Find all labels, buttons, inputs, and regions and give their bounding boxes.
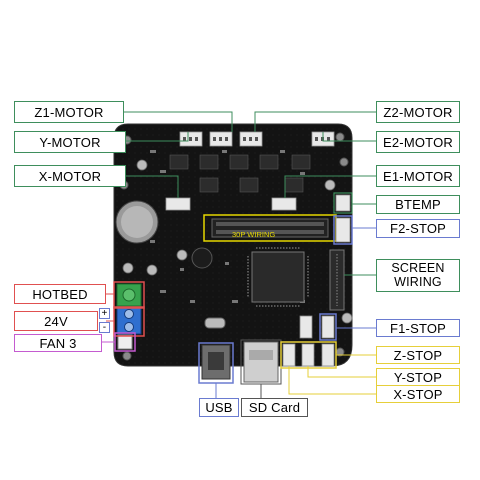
buzzer [191, 247, 213, 269]
label-x-motor: X-MOTOR [14, 165, 126, 187]
label-e1-motor: E1-MOTOR [376, 165, 460, 187]
f1-stop-highlight [319, 313, 337, 341]
mounting-holes [119, 132, 349, 361]
motor-connectors [165, 131, 335, 211]
f2-stop-highlight [333, 215, 353, 245]
screen-connector [329, 249, 345, 311]
mcu-pins [247, 247, 309, 307]
screen-wiring-line1: SCREEN [391, 260, 445, 275]
mcu-chip [251, 251, 305, 303]
label-f2-stop: F2-STOP [376, 219, 460, 238]
hotbed-highlight [113, 281, 145, 309]
minus-sign: - [99, 322, 110, 333]
endstop-connectors [282, 194, 351, 367]
usb-port [201, 344, 231, 380]
label-z1-motor: Z1-MOTOR [14, 101, 124, 123]
crystal [204, 317, 226, 329]
label-z2-motor: Z2-MOTOR [376, 101, 460, 123]
label-e2-motor: E2-MOTOR [376, 131, 460, 153]
label-24v: 24V [14, 311, 98, 331]
label-f1-stop: F1-STOP [376, 319, 460, 337]
stepper-drivers [169, 154, 311, 193]
btemp-highlight [333, 192, 353, 214]
leader-lines [102, 111, 376, 398]
label-fan3: FAN 3 [14, 334, 102, 352]
label-y-stop: Y-STOP [376, 368, 460, 386]
capacitors [122, 159, 353, 324]
screen-wiring-line2: WIRING [394, 274, 442, 289]
label-screen-wiring: SCREEN WIRING [376, 259, 460, 292]
label-btemp: BTEMP [376, 195, 460, 214]
label-z-stop: Z-STOP [376, 346, 460, 364]
fan3-connector [117, 334, 133, 350]
label-usb: USB [199, 398, 239, 417]
wiring-30p-label: 30P WIRING [232, 230, 276, 239]
plus-sign: + [99, 308, 110, 319]
coin-battery [115, 200, 159, 244]
label-y-motor: Y-MOTOR [14, 131, 126, 153]
label-hotbed: HOTBED [14, 284, 106, 304]
label-sd-card: SD Card [241, 398, 308, 417]
sd-slot [243, 341, 279, 383]
label-x-stop: X-STOP [376, 385, 460, 403]
